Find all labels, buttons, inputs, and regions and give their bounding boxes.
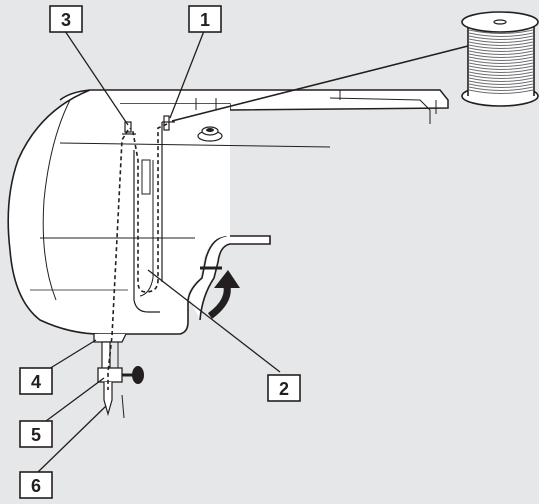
callout-5: 5 — [19, 420, 53, 448]
top-arm-detail-3 — [195, 98, 217, 110]
thread-spool-icon — [461, 11, 539, 107]
leader-3 — [64, 30, 129, 126]
callout-2: 2 — [267, 374, 301, 402]
spool-wrap-line — [468, 41, 534, 46]
needle-assembly — [93, 333, 144, 419]
needle-bar — [101, 341, 111, 371]
presser-bar — [121, 394, 125, 419]
top-arm-detail-2 — [329, 97, 431, 124]
callout-4-label: 4 — [31, 372, 41, 392]
callout-6: 6 — [19, 471, 53, 499]
spool-wrap-line — [468, 53, 534, 58]
spool-thread-wraps — [468, 29, 534, 94]
spool-wrap-line — [468, 74, 534, 79]
take-up-channel — [133, 122, 163, 313]
spool-wrap-line — [468, 35, 534, 40]
leader-2 — [147, 269, 281, 373]
spool-wrap-line — [468, 47, 534, 52]
leader-5 — [41, 377, 105, 425]
needle — [103, 382, 113, 417]
callout-2-label: 2 — [279, 379, 289, 399]
spool-wrap-line — [468, 56, 534, 61]
take-up-channel-inner — [139, 160, 154, 297]
upper-seam — [59, 142, 331, 148]
leader-lines — [37, 30, 281, 473]
thread-guide-1 — [162, 115, 175, 131]
leader-1 — [169, 30, 205, 119]
thread-down-right — [129, 123, 168, 293]
spool-wrap-line — [468, 65, 534, 70]
thread-down-left — [107, 129, 129, 390]
spool-wrap-line — [468, 50, 534, 55]
spool-wrap-line — [468, 89, 534, 94]
guide-slot — [141, 159, 151, 195]
face-plate-line — [42, 99, 71, 301]
spool-wrap-line — [468, 68, 534, 73]
spool-wrap-line — [468, 71, 534, 76]
spool-wrap-line — [468, 77, 534, 82]
callout-4: 4 — [19, 367, 53, 395]
callout-1-label: 1 — [200, 10, 210, 30]
thread-path — [107, 45, 469, 390]
lower-thread-guide — [93, 333, 127, 343]
spool-pin-knob — [197, 126, 223, 142]
callout-3-label: 3 — [61, 10, 71, 30]
leader-6 — [37, 405, 107, 473]
spool-wrap-line — [468, 44, 534, 49]
spool-wrap-line — [468, 38, 534, 43]
spool-wrap-line — [468, 83, 534, 88]
callout-1: 1 — [188, 5, 222, 33]
callout-5-label: 5 — [31, 425, 41, 445]
curved-up-arrow-icon — [200, 266, 240, 319]
spool-wrap-line — [468, 86, 534, 91]
leader-4 — [43, 339, 97, 373]
spool-wrap-line — [468, 32, 534, 37]
spool-wrap-line — [468, 62, 534, 67]
callout-3: 3 — [49, 5, 83, 33]
thread-spool-to-guide — [171, 45, 469, 122]
needle-clamp-screw — [122, 366, 144, 384]
spool-wrap-line — [468, 80, 534, 85]
spool-wrap-line — [468, 29, 534, 34]
callout-6-label: 6 — [31, 476, 41, 496]
spool-wrap-line — [468, 59, 534, 64]
machine-body — [7, 89, 449, 335]
machine-head-fill — [10, 92, 231, 332]
